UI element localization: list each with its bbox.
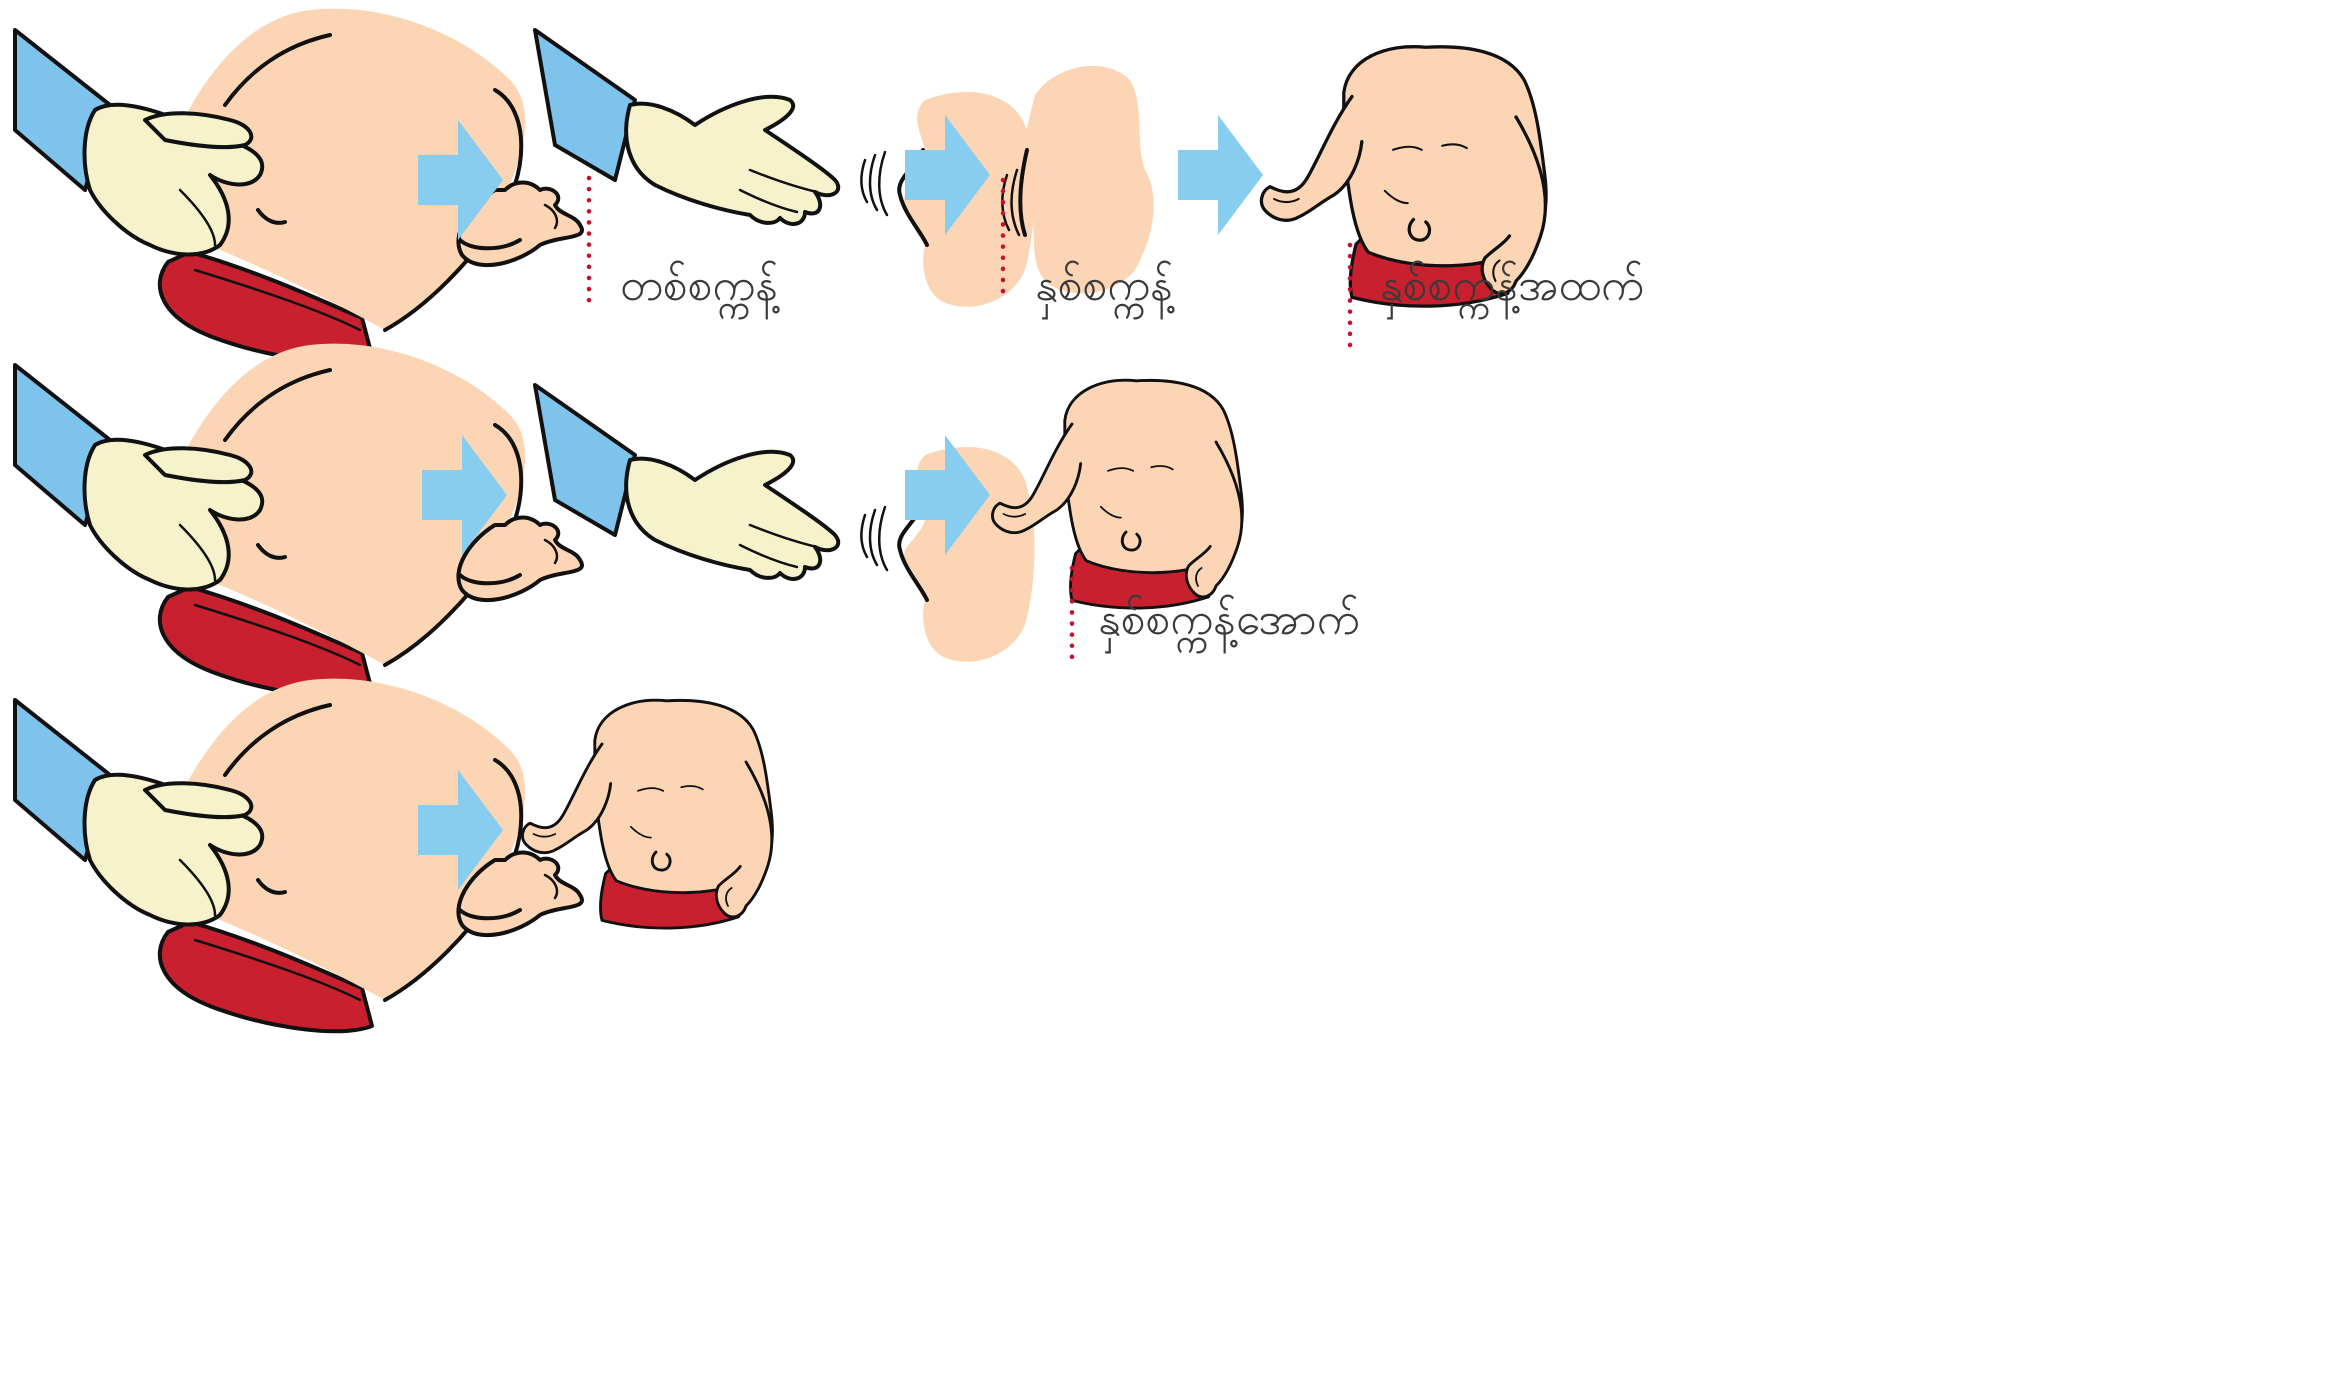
label-one-second: တစ်စက္ကန့် bbox=[620, 264, 778, 308]
row-1-arrow-3 bbox=[1178, 115, 1263, 235]
label-over-two-seconds: နှစ်စက္ကန့်အထက် bbox=[1380, 264, 1644, 308]
label-two-seconds: နှစ်စက္ကန့် bbox=[1035, 264, 1173, 308]
row-2-pinch bbox=[15, 344, 582, 697]
row-3-pinch bbox=[15, 679, 582, 1032]
label-under-two-seconds: နှစ်စက္ကန့်အောက် bbox=[1098, 598, 1360, 642]
